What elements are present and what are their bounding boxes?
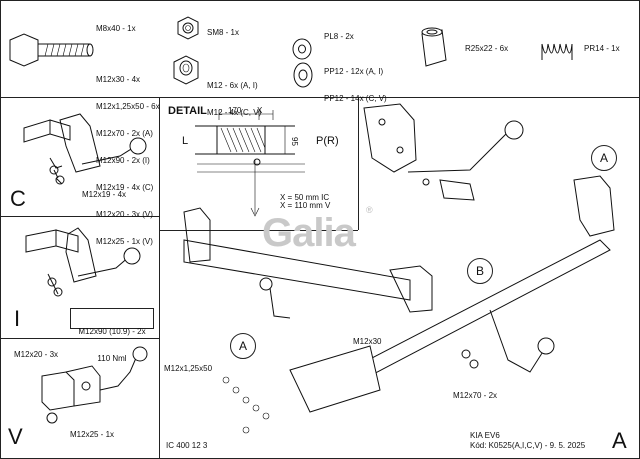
bolt-label-1: M12x30 - 4x: [96, 75, 141, 84]
detail-right: P(R): [316, 135, 339, 147]
panel-i-label-1: 110 Nml: [97, 354, 127, 363]
label-m12x70: M12x70 - 2x: [453, 391, 498, 400]
corner-letter: A: [612, 428, 627, 453]
bolt-label-5: M12x19 - 4x (C): [96, 183, 154, 192]
nut-sm8-icon: [177, 16, 199, 40]
detail-title: DETAIL: [168, 105, 207, 117]
bolt-label-7: M12x25 - 1x (V): [96, 237, 153, 246]
galia-watermark: Galia: [262, 211, 356, 255]
panel-c-hitch-drawing: [23, 113, 147, 185]
kod-line: Kód: K0525(A,I,C,V) - 9. 5. 2025: [470, 441, 586, 450]
panel-v-letter: V: [8, 424, 23, 449]
detail-dim-x: X: [257, 106, 263, 115]
top-bracket-drawing: [363, 103, 524, 201]
panel-i-label-0: M12x90 (10.9) - 2x: [78, 327, 146, 336]
spacer-icon: [421, 27, 447, 67]
detail-bumper-drawing: [195, 110, 305, 217]
panel-i-divider: [0, 338, 159, 339]
detail-right-border: [358, 97, 359, 230]
kia-model: KIA EV6: [470, 431, 500, 440]
panel-i-label: M12x90 (10.9) - 2x 110 Nml: [76, 309, 148, 372]
main-hitch-assembly: [183, 175, 615, 434]
detail-x-v: X = 110 mm V: [280, 201, 331, 210]
registered-mark: ®: [366, 205, 373, 215]
panel-i-hitch-drawing: [25, 227, 141, 297]
washer-pp12-labels: PP12 - 12x (A, I) PP12 - 14x (C, V): [324, 49, 387, 112]
spring-label: PR14 - 1x: [584, 44, 620, 53]
panel-v-hitch-drawing: [41, 346, 148, 424]
detail-left: L: [182, 135, 189, 147]
bolt-label-6: M12x20 - 3x (V): [96, 210, 153, 219]
ic-code: IC 400 12 3: [166, 441, 208, 450]
detail-dim-95: 95: [289, 137, 299, 146]
detail-x-ic: X = 50 mm IC: [280, 193, 330, 202]
label-m12x30: M12x30: [353, 337, 382, 346]
bolt-icon: [9, 33, 94, 67]
bolt-label-0: M8x40 - 1x: [96, 24, 136, 33]
spring-icon: [541, 43, 573, 60]
detail-dim-170: 170: [228, 106, 242, 115]
detail-bottom-border: [159, 230, 358, 231]
washer-pp12-icon: [293, 62, 313, 88]
nut-m12-label-1: M12 - 4x (C, V): [207, 108, 262, 117]
panel-c-divider: [0, 216, 159, 217]
label-m12x125x50: M12x1,25x50: [164, 364, 213, 373]
left-panel-divider: [159, 97, 160, 458]
nut-m12-icon: [173, 55, 199, 85]
washer-pp12-label-0: PP12 - 12x (A, I): [324, 67, 384, 76]
spacer-label: R25x22 - 6x: [465, 44, 509, 53]
nut-sm8-label: SM8 - 1x: [207, 28, 240, 37]
bolt-label-3: M12x70 - 2x (A): [96, 129, 153, 138]
panel-c-letter: C: [10, 186, 26, 211]
panel-i-letter: I: [14, 306, 21, 331]
header-divider: [0, 97, 640, 98]
panel-c-label: M12x19 - 4x: [82, 190, 127, 199]
panel-v-label-top: M12x20 - 3x: [14, 350, 59, 359]
nut-m12-label-0: M12 - 6x (A, I): [207, 81, 258, 90]
bolt-label-4: M12x90 - 2x (I): [96, 156, 150, 165]
panel-i-label-box: [70, 308, 154, 329]
panel-v-label-bottom: M12x25 - 1x: [70, 430, 115, 439]
callout-b: B: [467, 258, 493, 284]
washer-pl8-label: PL8 - 2x: [324, 32, 354, 41]
callout-a-bottom: A: [230, 333, 256, 359]
washer-pp12-label-1: PP12 - 14x (C, V): [324, 94, 387, 103]
nut-m12-labels: M12 - 6x (A, I) M12 - 4x (C, V): [207, 63, 261, 126]
washer-pl8-icon: [292, 38, 312, 60]
callout-a-top: A: [591, 145, 617, 171]
bolt-label-2: M12x1,25x50 - 6x: [96, 102, 160, 111]
bolt-label-list: M8x40 - 1x M12x30 - 4x M12x1,25x50 - 6x …: [96, 6, 160, 255]
